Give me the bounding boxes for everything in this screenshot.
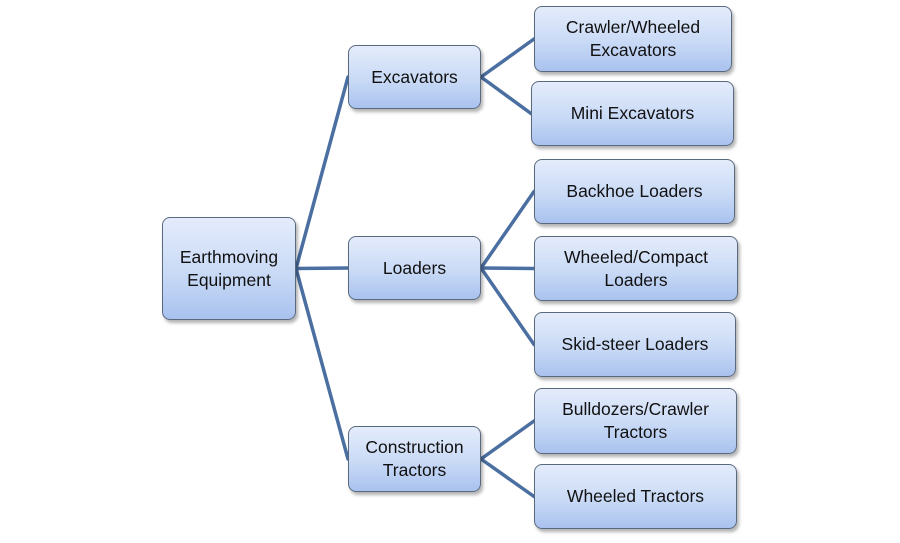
connector-loaders-to-backhoe-loaders (479, 189, 536, 270)
leaf-node-wheeled-tractors: Wheeled Tractors (534, 464, 737, 529)
category-node-loaders: Loaders (348, 236, 481, 300)
connector-loaders-to-skid-steer-loaders (479, 266, 536, 347)
connector-excavators-to-crawler-wheeled-excavators (479, 37, 536, 79)
leaf-node-mini-excavators: Mini Excavators (531, 81, 734, 146)
root-node-earthmoving-equipment: Earthmoving Equipment (162, 217, 296, 320)
leaf-node-backhoe-loaders: Backhoe Loaders (534, 159, 735, 224)
connector-construction-tractors-to-bulldozers-crawler-tractors (479, 419, 536, 461)
leaf-node-wheeled-compact-loaders: Wheeled/Compact Loaders (534, 236, 738, 301)
category-node-construction-tractors: Construction Tractors (348, 426, 481, 492)
leaf-node-crawler-wheeled-excavators: Crawler/Wheeled Excavators (534, 6, 732, 72)
connector-root-to-construction-tractors (294, 266, 350, 461)
connector-excavators-to-mini-excavators (479, 75, 533, 116)
connector-root-to-excavators (294, 75, 350, 271)
leaf-node-bulldozers-crawler-tractors: Bulldozers/Crawler Tractors (534, 388, 737, 454)
leaf-node-skid-steer-loaders: Skid-steer Loaders (534, 312, 736, 377)
connector-construction-tractors-to-wheeled-tractors (479, 457, 536, 499)
connector-root-to-loaders (294, 266, 350, 271)
category-node-excavators: Excavators (348, 45, 481, 109)
connector-loaders-to-wheeled-compact-loaders (479, 266, 536, 271)
